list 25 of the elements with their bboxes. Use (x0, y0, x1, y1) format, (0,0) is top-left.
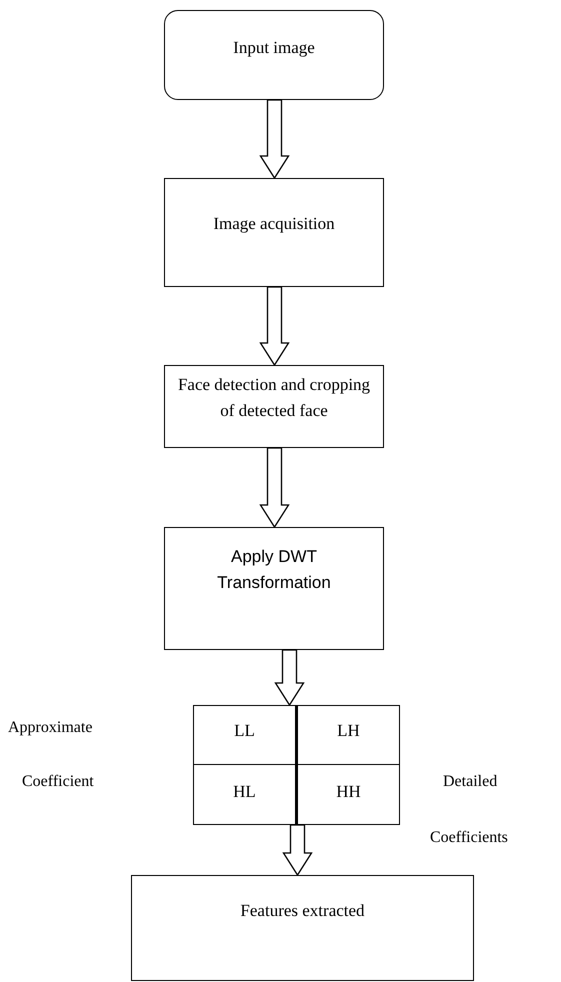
process-box (164, 527, 384, 650)
side-label: Detailed (443, 772, 498, 792)
box-text: HL (232, 781, 257, 803)
side-label: Coefficients (430, 828, 508, 848)
block-arrow (259, 99, 290, 180)
box-text: Image acquisition (212, 213, 336, 235)
side-label: Approximate (8, 718, 92, 738)
box-text: Features extracted (239, 900, 366, 922)
process-box (164, 178, 384, 287)
box-text: LL (233, 720, 256, 742)
side-label: Coefficient (22, 772, 94, 792)
block-arrow (282, 824, 313, 876)
block-arrow (259, 286, 290, 366)
box-text: Face detection and cropping of detected face (176, 374, 372, 422)
box-text: Input image (232, 37, 316, 59)
grid-cell (194, 706, 298, 765)
process-box (131, 875, 474, 981)
start-box (164, 10, 384, 100)
box-text: HH (335, 781, 362, 803)
block-arrow (274, 649, 305, 706)
box-text: LH (336, 720, 361, 742)
process-box (164, 365, 384, 448)
block-arrow (259, 447, 290, 528)
box-text: Apply DWT Transformation (216, 546, 332, 594)
subband-grid (193, 705, 400, 825)
